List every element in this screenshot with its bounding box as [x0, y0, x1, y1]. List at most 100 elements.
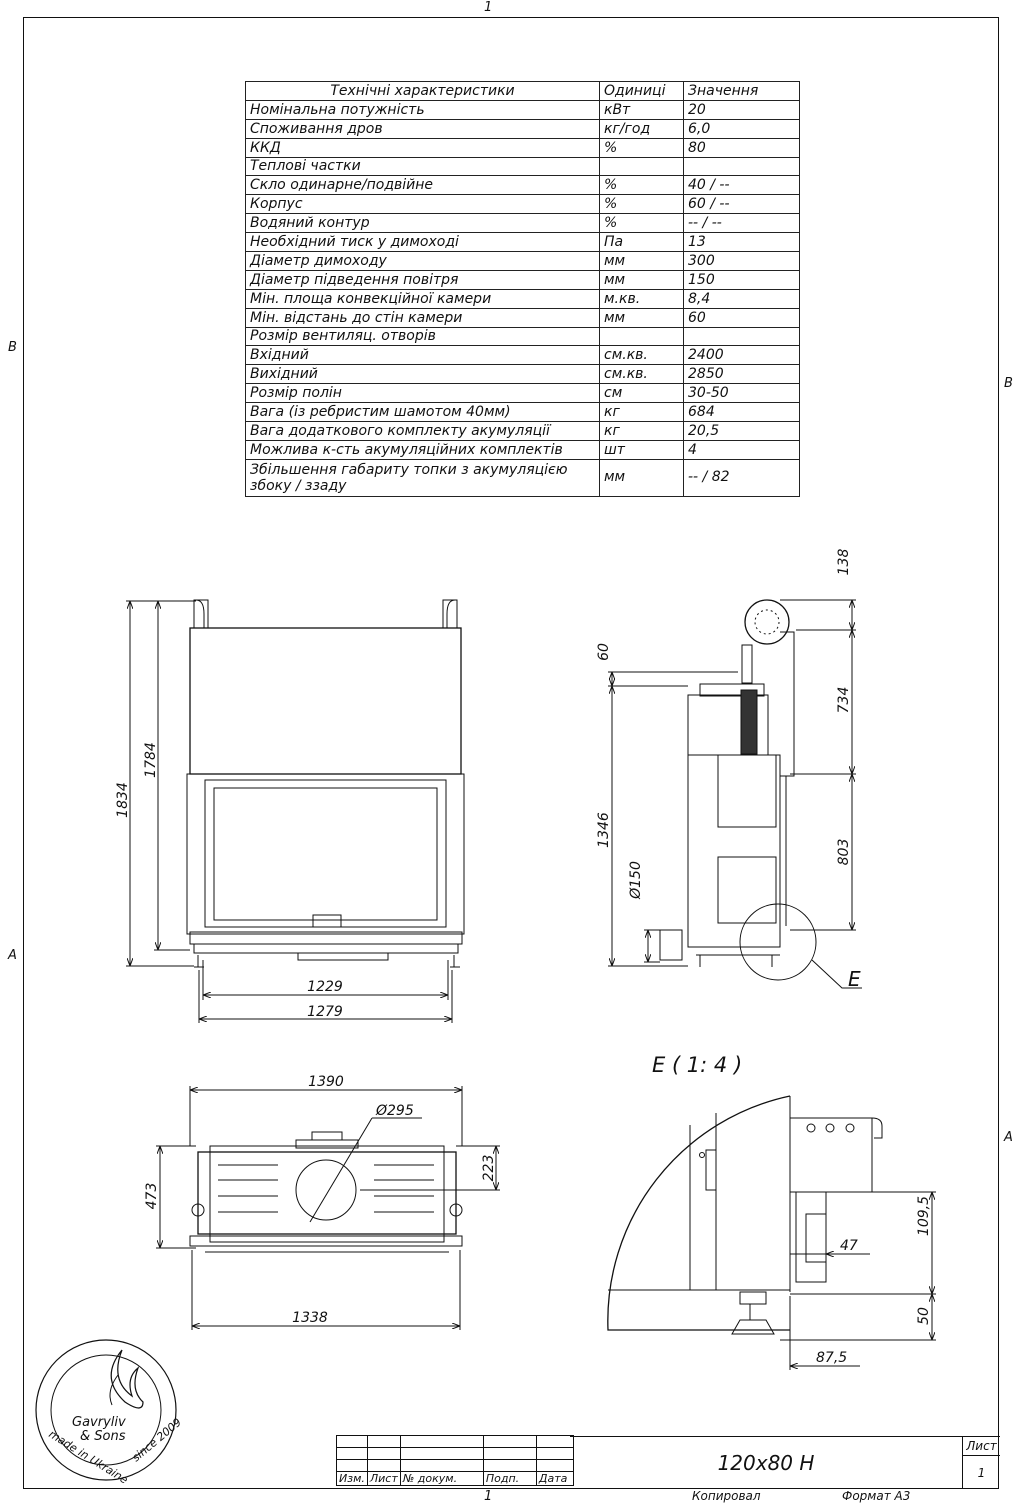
spec-value: 30-50: [683, 383, 800, 404]
side-view: [608, 599, 862, 989]
zone-b-right: B: [1004, 376, 1013, 391]
spec-value: 2850: [683, 364, 800, 385]
detail-title: E ( 1: 4 ): [652, 1053, 742, 1077]
tb-col-doc-number: № докум.: [399, 1471, 484, 1486]
dim-detail-bracket: 109,5: [916, 1196, 932, 1236]
dim-detail-foot: 50: [916, 1307, 932, 1325]
spec-value: 684: [683, 402, 800, 423]
spec-unit: м.кв.: [599, 288, 684, 309]
logo-brand-line2: & Sons: [80, 1429, 126, 1444]
spec-unit: см.кв.: [599, 364, 684, 385]
spec-name: Збільшення габариту топки з акумуляцією …: [245, 458, 600, 497]
spec-row: ККД%80: [245, 137, 800, 158]
spec-row: Водяний контур%-- / --: [245, 213, 800, 234]
front-view: [126, 599, 465, 1023]
sheet-box: Лист 1: [962, 1436, 1000, 1489]
top-sheet-number: 1: [484, 0, 493, 15]
logo-since: since 2009: [130, 1416, 184, 1465]
dim-front-width-glass: 1229: [307, 979, 343, 995]
spec-value: 40 / --: [683, 175, 800, 196]
spec-name: Вхідний: [245, 345, 600, 366]
flame-icon: [110, 1349, 144, 1409]
spec-name: Діаметр підведення повітря: [245, 269, 600, 290]
spec-value: -- / 82: [683, 458, 800, 497]
spec-value: 8,4: [683, 288, 800, 309]
spec-unit: мм: [599, 269, 684, 290]
copied-label: Копировал: [692, 1489, 761, 1503]
format-label: Формат А3: [842, 1489, 911, 1503]
tb-col-signature: Подп.: [482, 1471, 537, 1486]
spec-header-unit: Одиниці: [599, 81, 684, 101]
spec-value: 150: [683, 269, 800, 290]
spec-value: 6,0: [683, 118, 800, 139]
dim-front-height-body: 1784: [143, 742, 159, 778]
spec-value: [683, 326, 800, 347]
tb-col-sheet: Лист: [366, 1471, 401, 1486]
zone-a-left: A: [8, 948, 17, 963]
spec-unit: мм: [599, 251, 684, 271]
spec-name: Можлива к-сть акумуляційних комплектів: [245, 439, 600, 460]
spec-unit: кг/год: [599, 118, 684, 139]
dim-top-depth-front: 223: [481, 1155, 497, 1182]
dim-detail-offset: 87,5: [816, 1350, 847, 1366]
spec-unit: мм: [599, 307, 684, 328]
spec-unit: кг: [599, 402, 684, 423]
dim-side-air-pipe: Ø150: [628, 861, 644, 900]
dim-detail-leg: 47: [840, 1238, 858, 1254]
sheet-number: 1: [977, 1466, 986, 1480]
spec-unit: мм: [599, 458, 684, 497]
bottom-sheet-number: 1: [484, 1489, 493, 1504]
spec-name: Вага (із ребристим шамотом 40мм): [245, 402, 600, 423]
spec-name: Мін. площа конвекційної камери: [245, 288, 600, 309]
dim-side-top: 138: [836, 549, 852, 576]
dim-top-flue: Ø295: [375, 1103, 414, 1119]
dim-top-width-base: 1338: [292, 1310, 328, 1326]
spec-value: 60: [683, 307, 800, 328]
tb-col-date: Дата: [535, 1471, 574, 1486]
dim-side-offset: 60: [596, 643, 612, 661]
spec-name: Розмір полін: [245, 383, 600, 404]
spec-value: 20,5: [683, 421, 800, 441]
spec-row: Скло одинарне/подвійне%40 / --: [245, 175, 800, 196]
dim-side-upper: 734: [836, 687, 852, 714]
spec-name: Розмір вентиляц. отворів: [245, 326, 600, 347]
title-block-grid: Изм. Лист № докум. Подп. Дата: [336, 1435, 574, 1486]
dim-front-width-total: 1279: [307, 1004, 343, 1020]
top-view: [156, 1086, 500, 1330]
brand-logo: [35, 1339, 177, 1481]
spec-value: 13: [683, 232, 800, 253]
dim-top-width-total: 1390: [308, 1074, 344, 1090]
spec-row: Розмір вентиляц. отворів: [245, 326, 800, 347]
spec-table: Технічні характеристики Одиниці Значення…: [245, 81, 800, 497]
spec-value: 60 / --: [683, 194, 800, 215]
spec-value: 2400: [683, 345, 800, 366]
spec-name: Вага додаткового комплекту акумуляції: [245, 421, 600, 441]
zone-b-left: B: [8, 340, 17, 355]
spec-unit: %: [599, 175, 684, 196]
detail-view: [607, 1095, 936, 1370]
logo-brand-line1: Gavryliv: [72, 1415, 126, 1430]
spec-row: Корпус%60 / --: [245, 194, 800, 215]
spec-unit: см.кв.: [599, 345, 684, 366]
spec-name: Необхідний тиск у димоході: [245, 232, 600, 253]
spec-row-last: Збільшення габариту топки з акумуляцією …: [245, 458, 800, 497]
sheet-label: Лист: [963, 1437, 1000, 1456]
spec-value: 300: [683, 251, 800, 271]
spec-name: Мін. відстань до стін камери: [245, 307, 600, 328]
dim-top-depth-total: 473: [144, 1183, 160, 1210]
drawing-title: 120x80 H: [570, 1436, 962, 1489]
dim-side-lower: 803: [836, 839, 852, 866]
zone-a-right: A: [1004, 1130, 1013, 1145]
spec-name: Діаметр димоходу: [245, 251, 600, 271]
